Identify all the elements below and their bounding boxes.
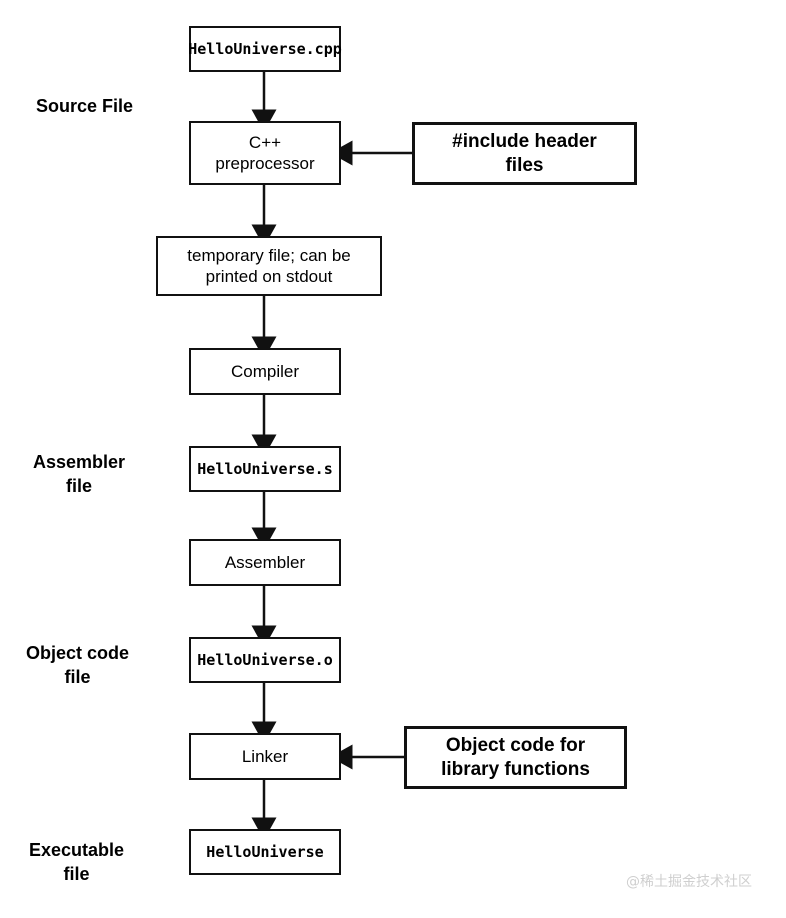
watermark: @稀土掘金技术社区	[626, 874, 752, 890]
node-label: Linker	[241, 746, 289, 766]
side-label-object-code-file: Object code file	[26, 643, 130, 688]
node-cpp-preprocessor: C++ preprocessor	[189, 121, 341, 185]
node-label: temporary file; can be printed on stdout	[187, 245, 351, 286]
node-label: Compiler	[230, 361, 300, 381]
node-temporary-file: temporary file; can be printed on stdout	[156, 236, 382, 296]
node-include-header-files: #include header files	[412, 122, 637, 185]
node-label: HelloUniverse	[206, 842, 324, 861]
node-object-code-library: Object code for library functions	[404, 726, 627, 789]
node-label: C++ preprocessor	[215, 132, 315, 173]
node-assembler: Assembler	[189, 539, 341, 586]
node-hellouniverse-cpp: HelloUniverse.cpp	[188, 26, 342, 72]
node-compiler: Compiler	[189, 348, 341, 395]
node-label: HelloUniverse.s	[197, 459, 333, 478]
node-label: #include header files	[452, 130, 597, 176]
node-hellouniverse: HelloUniverse	[189, 829, 341, 875]
side-label-assembler-file: Assembler file	[33, 452, 126, 497]
node-linker: Linker	[189, 733, 341, 780]
node-hellouniverse-o: HelloUniverse.o	[189, 637, 341, 683]
node-label: HelloUniverse.o	[197, 650, 333, 669]
node-label: HelloUniverse.cpp	[188, 39, 342, 58]
node-label: Assembler	[224, 552, 306, 572]
side-label-source-file: Source File	[36, 96, 134, 116]
node-hellouniverse-s: HelloUniverse.s	[189, 446, 341, 492]
node-label: Object code for library functions	[441, 734, 590, 780]
side-label-executable-file: Executable file	[29, 840, 125, 885]
